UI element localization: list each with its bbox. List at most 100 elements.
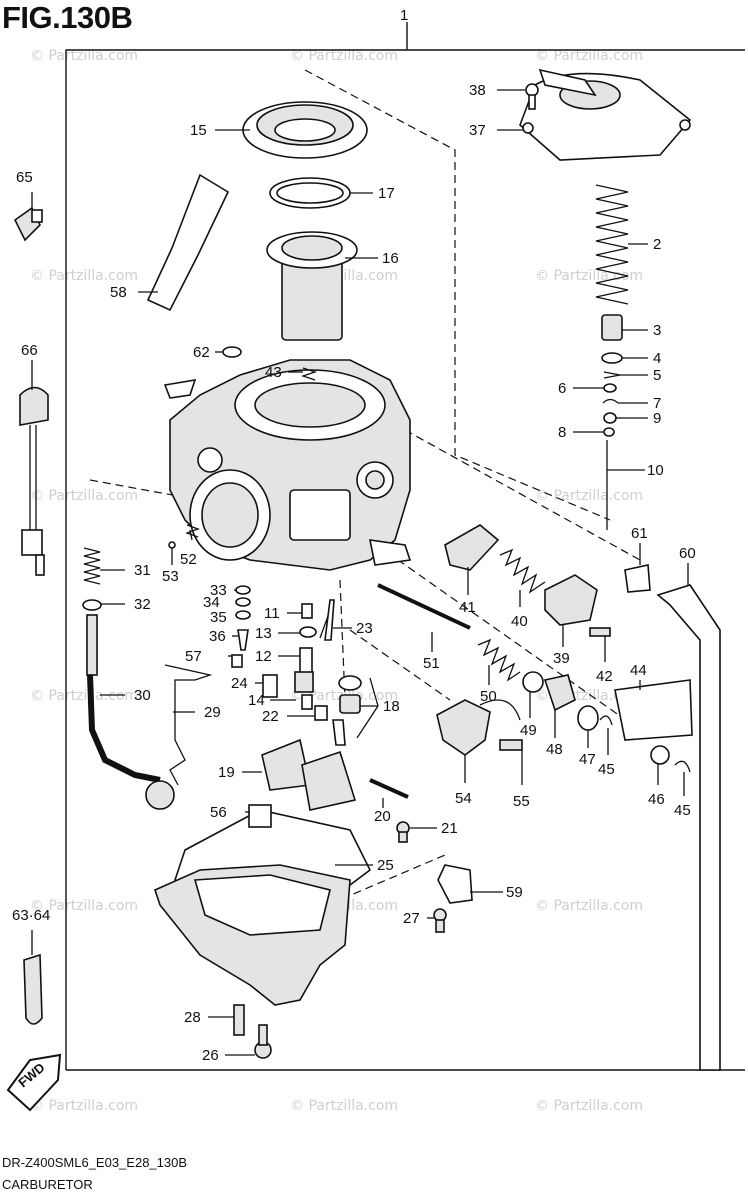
part-label: 24 <box>231 675 248 692</box>
float-bowl-part <box>154 804 372 1006</box>
part-label: 54 <box>455 790 472 807</box>
part-label: 41 <box>459 599 476 616</box>
accelerator-pump-parts <box>377 524 693 773</box>
ring-part <box>269 177 351 209</box>
part-label: 2 <box>653 236 661 253</box>
part-label: 62 <box>193 344 210 361</box>
watermarks: © Partzilla.com © Partzilla.com © Partzi… <box>30 48 643 1114</box>
part-label: 31 <box>134 562 151 579</box>
part-label: 43 <box>265 364 282 381</box>
part-label: 61 <box>631 525 648 542</box>
part-number-labels: 1 2 3 4 5 6 7 8 9 10 11 12 13 14 15 16 1… <box>12 7 696 1064</box>
part-label: 7 <box>653 395 661 412</box>
part-label: 28 <box>184 1009 201 1026</box>
part-label: 42 <box>596 668 613 685</box>
part-label: 37 <box>469 122 486 139</box>
diaphragm-part <box>242 101 368 159</box>
part-label: 12 <box>255 648 272 665</box>
part-label: 17 <box>378 185 395 202</box>
top-cap-part <box>519 68 692 161</box>
part-label: 5 <box>653 367 661 384</box>
part-label: 20 <box>374 808 391 825</box>
part-label: 33 <box>210 582 227 599</box>
small-spring-part <box>300 367 318 381</box>
watermark: © Partzilla.com <box>30 688 138 704</box>
part-label: 47 <box>579 751 596 768</box>
part-label: 58 <box>110 284 127 301</box>
part-label: 29 <box>204 704 221 721</box>
clamp-part <box>437 864 473 904</box>
part-label: 14 <box>248 692 265 709</box>
watermark: © Partzilla.com <box>535 1098 643 1114</box>
part-label: 63·64 <box>12 907 50 924</box>
float-pin-part <box>369 778 410 843</box>
part-label: 23 <box>356 620 373 637</box>
part-label: 59 <box>506 884 523 901</box>
part-label: 50 <box>480 688 497 705</box>
part-label: 48 <box>546 741 563 758</box>
part-label: 21 <box>441 820 458 837</box>
part-label: 25 <box>377 857 394 874</box>
watermark: © Partzilla.com <box>535 268 643 284</box>
part-label: 53 <box>162 568 179 585</box>
watermark: © Partzilla.com <box>30 268 138 284</box>
part-label: 65 <box>16 169 33 186</box>
part-label: 32 <box>134 596 151 613</box>
fwd-arrow-icon: FWD <box>6 1053 62 1112</box>
part-label: 18 <box>383 698 400 715</box>
part-label: 15 <box>190 122 207 139</box>
watermark: © Partzilla.com <box>290 1098 398 1114</box>
heater-part <box>19 386 49 576</box>
part-label: 1 <box>400 7 408 24</box>
part-label: 6 <box>558 380 566 397</box>
part-label: 22 <box>262 708 279 725</box>
watermark: © Partzilla.com <box>535 48 643 64</box>
part-label: 19 <box>218 764 235 781</box>
part-label: 10 <box>647 462 664 479</box>
part-label: 27 <box>403 910 420 927</box>
part-label: 40 <box>511 613 528 630</box>
part-label: 26 <box>202 1047 219 1064</box>
o-ring-part <box>222 346 242 358</box>
watermark: © Partzilla.com <box>30 1098 138 1114</box>
assembly-frame <box>65 22 745 1071</box>
leader-lines <box>31 89 689 1056</box>
watermark: © Partzilla.com <box>30 898 138 914</box>
part-label: 30 <box>134 687 151 704</box>
part-label: 3 <box>653 322 661 339</box>
spring-part <box>595 184 629 305</box>
screw-part <box>525 83 539 110</box>
part-label: 60 <box>679 545 696 562</box>
part-label: 49 <box>520 722 537 739</box>
part-label: 16 <box>382 250 399 267</box>
carburetor-body <box>163 359 412 571</box>
part-label: 52 <box>180 551 197 568</box>
part-label: 11 <box>264 605 280 622</box>
watermark: © Partzilla.com <box>30 48 138 64</box>
part-label: 9 <box>653 410 661 427</box>
part-label: 45 <box>674 802 691 819</box>
watermark: © Partzilla.com <box>30 488 138 504</box>
piston-part <box>266 231 358 341</box>
part-label: 51 <box>423 655 440 672</box>
part-label: 44 <box>630 662 647 679</box>
part-label: 36 <box>209 628 226 645</box>
watermark: © Partzilla.com <box>290 48 398 64</box>
watermark: © Partzilla.com <box>535 898 643 914</box>
jet-parts <box>168 524 362 811</box>
part-label: 8 <box>558 424 566 441</box>
part-label: 39 <box>553 650 570 667</box>
part-label: 45 <box>598 761 615 778</box>
part-label: 4 <box>653 350 661 367</box>
hose-parts <box>624 564 721 1071</box>
figure-code: DR-Z400SML6_E03_E28_130B <box>2 1155 188 1170</box>
figure-title: FIG.130B <box>2 0 133 35</box>
part-label: 57 <box>185 648 202 665</box>
throttle-cable-part <box>82 547 175 810</box>
drain-tube-part <box>164 664 213 786</box>
part-label: 55 <box>513 793 530 810</box>
vent-hose-part <box>146 173 230 312</box>
part-label: 46 <box>648 791 665 808</box>
part-label: 66 <box>21 342 38 359</box>
